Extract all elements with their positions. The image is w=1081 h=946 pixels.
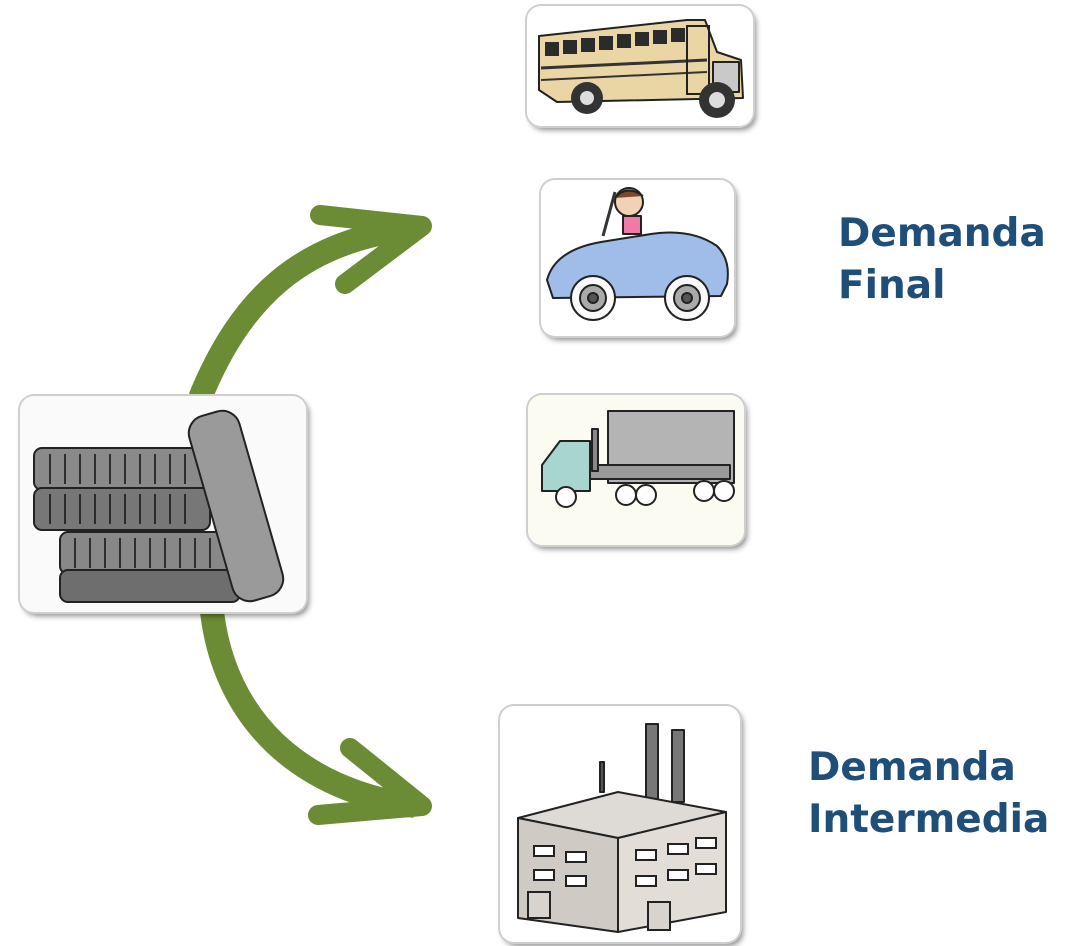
car-icon — [541, 180, 734, 336]
arrow-to-final-demand — [188, 205, 432, 403]
tires-icon — [20, 396, 306, 612]
factory-icon — [500, 706, 740, 942]
arrow-to-intermediate-demand — [200, 610, 432, 825]
intermediate-demand-label-line2: Intermedia — [808, 797, 1050, 842]
final-demand-label: Demanda Final — [838, 208, 1046, 312]
car-card — [541, 180, 734, 336]
final-demand-label-line1: Demanda — [838, 211, 1046, 256]
tires-card — [20, 396, 306, 612]
school-bus-card — [527, 6, 753, 126]
intermediate-demand-label: Demanda Intermedia — [808, 742, 1049, 846]
school-bus-icon — [527, 6, 753, 126]
intermediate-demand-label-line1: Demanda — [808, 745, 1016, 790]
factory-card — [500, 706, 740, 942]
final-demand-label-line2: Final — [838, 263, 946, 308]
truck-icon — [528, 395, 744, 545]
truck-card — [528, 395, 744, 545]
